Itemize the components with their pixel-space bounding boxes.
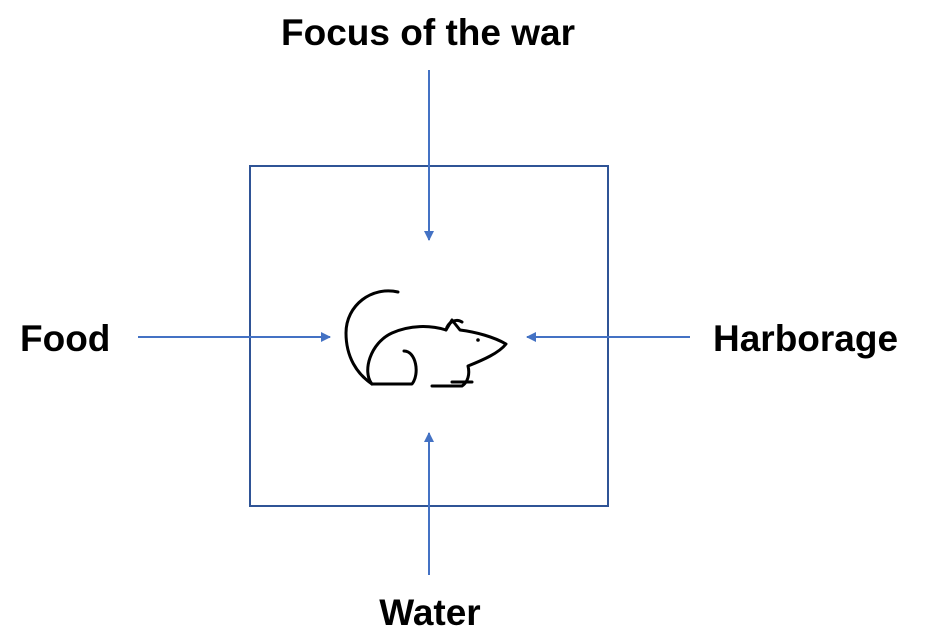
label-food: Food <box>20 318 111 359</box>
label-focus-of-the-war: Focus of the war <box>281 12 575 53</box>
rat-icon <box>344 289 508 388</box>
label-harborage: Harborage <box>713 318 899 359</box>
label-water: Water <box>379 592 481 633</box>
